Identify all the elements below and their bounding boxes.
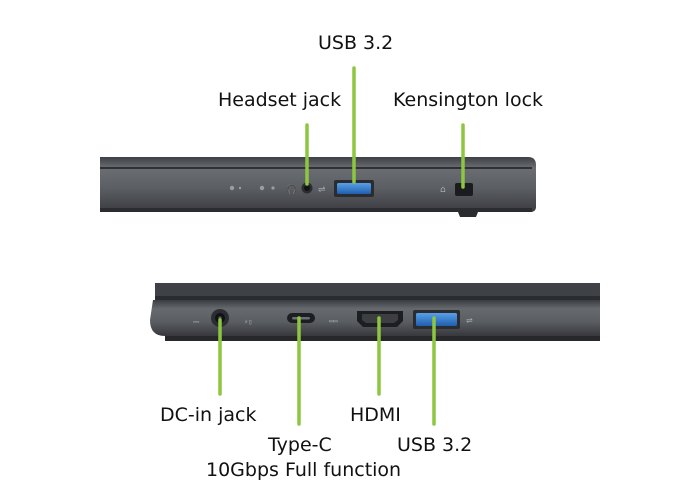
type-c-detail-label: 10Gbps Full function [206,459,402,481]
kensington-lock-slot [455,183,473,196]
lock-symbol-icon: ⌂ [440,185,446,195]
dc-symbol-icon: ⎓ [193,317,200,326]
usb-top-label: USB 3.2 [318,32,394,54]
top-laptop-side-view: 🎧 ⇌ ⌂ [100,157,536,217]
hdmi-label: HDMI [350,404,401,426]
indicator-leds [229,185,275,191]
dc-in-jack-label: DC-in jack [160,404,257,426]
kensington-lock-label: Kensington lock [393,89,544,111]
usb-bottom-label: USB 3.2 [397,434,473,456]
bottom-laptop-side-view: ⎓ ⚡▯ ▭▭ ⇌ [150,283,600,341]
headset-jack-label: Headset jack [218,89,342,111]
usb-symbol-icon: ⇌ [318,185,326,195]
headset-icon: 🎧 [286,183,297,195]
usb-c-symbol-icon: ⚡▯ [244,318,252,326]
hdmi-symbol-icon: ▭▭ [329,317,337,325]
type-c-label: Type-C [268,434,332,456]
usb-symbol-icon-bottom: ⇌ [466,316,473,325]
